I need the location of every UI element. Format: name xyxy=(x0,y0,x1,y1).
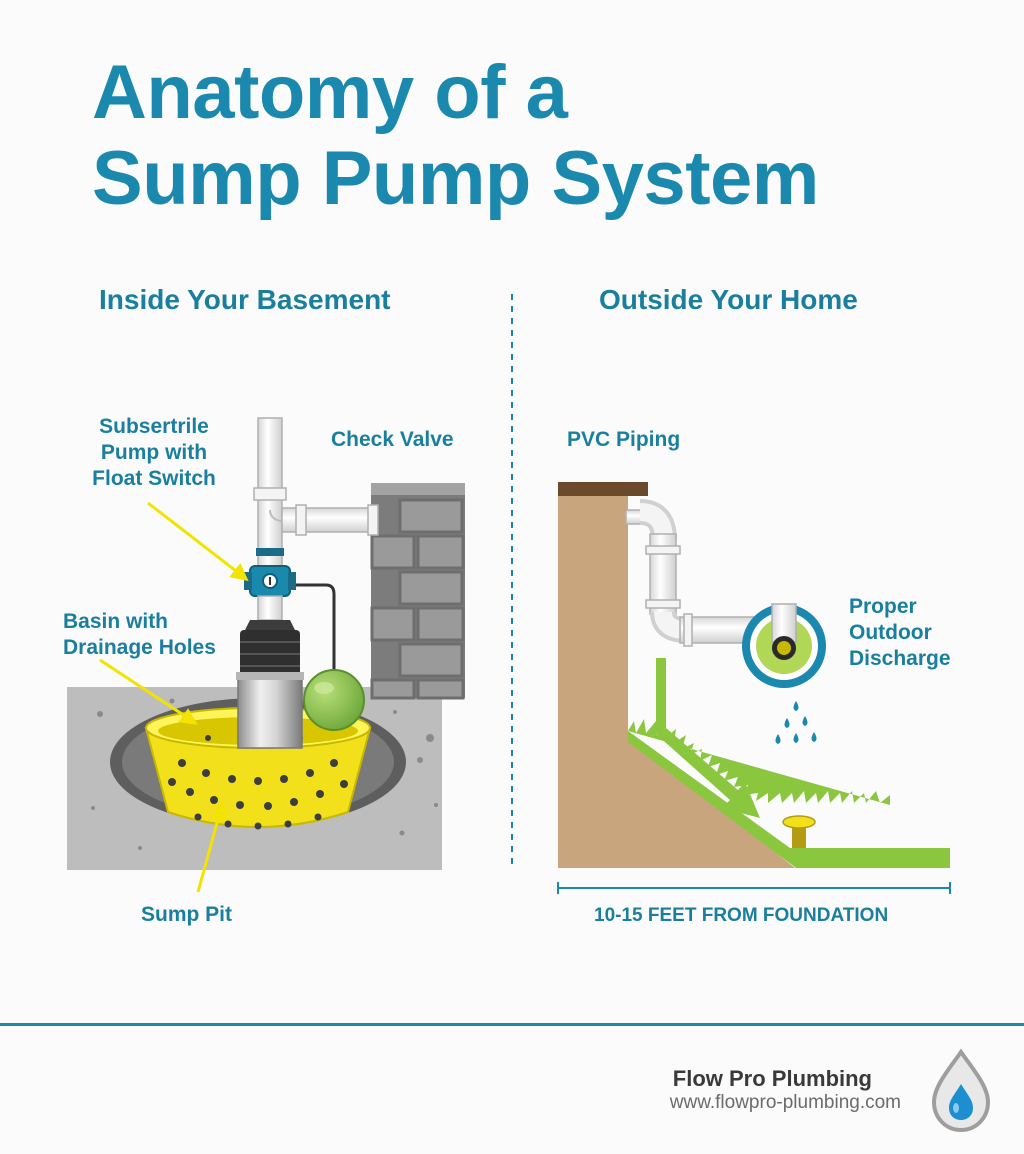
label-discharge-line-3: Discharge xyxy=(849,647,951,670)
submersible-pump xyxy=(236,595,304,749)
check-valve xyxy=(244,565,296,597)
flow-direction-arrow xyxy=(656,658,760,818)
label-basin-line-2: Drainage Holes xyxy=(63,636,216,659)
title-line-2: Sump Pump System xyxy=(92,136,819,221)
float-ball xyxy=(303,669,365,731)
label-discharge-line-1: Proper xyxy=(849,595,917,618)
distance-measure xyxy=(557,882,951,894)
water-drop-logo-icon xyxy=(931,1048,991,1133)
label-pvc-piping: PVC Piping xyxy=(567,428,681,451)
pointer-lines xyxy=(99,501,249,893)
label-pump-line-1: Subsertrile xyxy=(99,415,209,438)
footer-divider xyxy=(0,1023,1024,1026)
section-heading-outside: Outside Your Home xyxy=(599,284,858,315)
label-outdoor-discharge: Proper Outdoor Discharge xyxy=(849,594,951,672)
title-line-1: Anatomy of a xyxy=(92,50,568,135)
grass-slope xyxy=(628,719,950,868)
label-discharge-line-2: Outdoor xyxy=(849,621,932,644)
label-basin: Basin with Drainage Holes xyxy=(63,609,216,661)
label-sump-pit: Sump Pit xyxy=(141,903,233,926)
label-distance: 10-15 FEET FROM FOUNDATION xyxy=(594,905,889,926)
discharge-outlet xyxy=(742,603,826,688)
discharge-pipe xyxy=(253,417,379,579)
label-check-valve: Check Valve xyxy=(331,428,454,451)
page-title: Anatomy of a Sump Pump System xyxy=(92,50,819,222)
label-pump-line-3: Float Switch xyxy=(92,467,216,490)
label-pump: Subsertrile Pump with Float Switch xyxy=(80,414,228,492)
foundation-wall xyxy=(558,482,795,868)
float-switch-cable xyxy=(296,583,336,672)
label-pump-line-2: Pump with xyxy=(100,441,208,464)
brand-url: www.flowpro-plumbing.com xyxy=(669,1092,901,1113)
yard-drain-emitter xyxy=(782,815,816,848)
section-heading-inside: Inside Your Basement xyxy=(99,284,391,315)
basement-wall xyxy=(370,483,465,700)
rain-drops-icon xyxy=(775,701,817,744)
label-basin-line-1: Basin with xyxy=(63,610,169,633)
brand-name: Flow Pro Plumbing xyxy=(672,1066,872,1091)
